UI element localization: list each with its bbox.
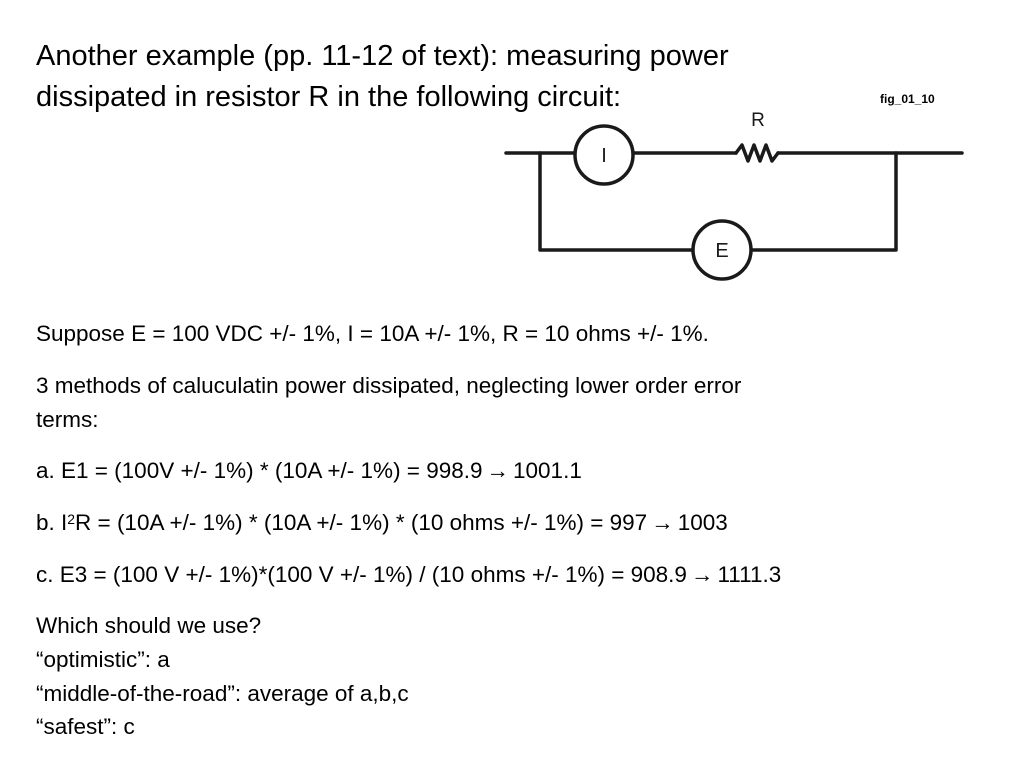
method-a-upper: 1001.1	[513, 458, 582, 483]
methods-intro-line-1: 3 methods of caluculatin power dissipate…	[36, 373, 742, 398]
slide-title-line-1: Another example (pp. 11-12 of text): mea…	[36, 40, 729, 72]
answer-optimistic: “optimistic”: a	[36, 647, 170, 672]
right-arrow-icon: →	[690, 562, 714, 587]
slide-title-line-2: dissipated in resistor R in the followin…	[36, 81, 622, 113]
method-b-upper: 1003	[677, 510, 728, 535]
method-a: a. E1 = (100V +/- 1%) * (10A +/- 1%) = 9…	[36, 456, 582, 486]
method-c: c. E3 = (100 V +/- 1%)*(100 V +/- 1%) / …	[36, 560, 781, 590]
resistor-label: R	[751, 110, 765, 131]
method-c-upper: 1111.3	[717, 562, 782, 587]
ammeter-label: I	[601, 145, 607, 167]
wire-bottom-loop-right	[750, 151, 898, 252]
circuit-diagram: R I E	[504, 110, 964, 281]
methods-intro-line-2: terms:	[36, 407, 99, 432]
ammeter-circle	[573, 124, 635, 186]
voltmeter-circle	[691, 219, 753, 281]
answer-safest: “safest”: c	[36, 714, 135, 739]
method-c-expression: c. E3 = (100 V +/- 1%)*(100 V +/- 1%) / …	[36, 562, 687, 587]
method-b-prefix: b. I	[36, 510, 68, 535]
answer-middle: “middle-of-the-road”: average of a,b,c	[36, 681, 409, 706]
right-arrow-icon: →	[486, 458, 510, 483]
resistor-symbol	[734, 143, 780, 163]
question-line: Which should we use?	[36, 613, 262, 638]
slide-title: Another example (pp. 11-12 of text): mea…	[36, 36, 896, 118]
right-arrow-icon: →	[651, 510, 674, 535]
method-b-exponent: 2	[67, 510, 76, 527]
method-b: b. I2R = (10A +/- 1%) * (10A +/- 1%) * (…	[36, 508, 728, 538]
voltmeter-label: E	[715, 240, 728, 262]
given-values: Suppose E = 100 VDC +/- 1%, I = 10A +/- …	[36, 321, 709, 346]
wire-bottom-loop	[538, 151, 694, 252]
method-b-expression: R = (10A +/- 1%) * (10A +/- 1%) * (10 oh…	[75, 510, 648, 535]
figure-label: fig_01_10	[880, 92, 935, 106]
method-a-expression: a. E1 = (100V +/- 1%) * (10A +/- 1%) = 9…	[36, 458, 483, 483]
